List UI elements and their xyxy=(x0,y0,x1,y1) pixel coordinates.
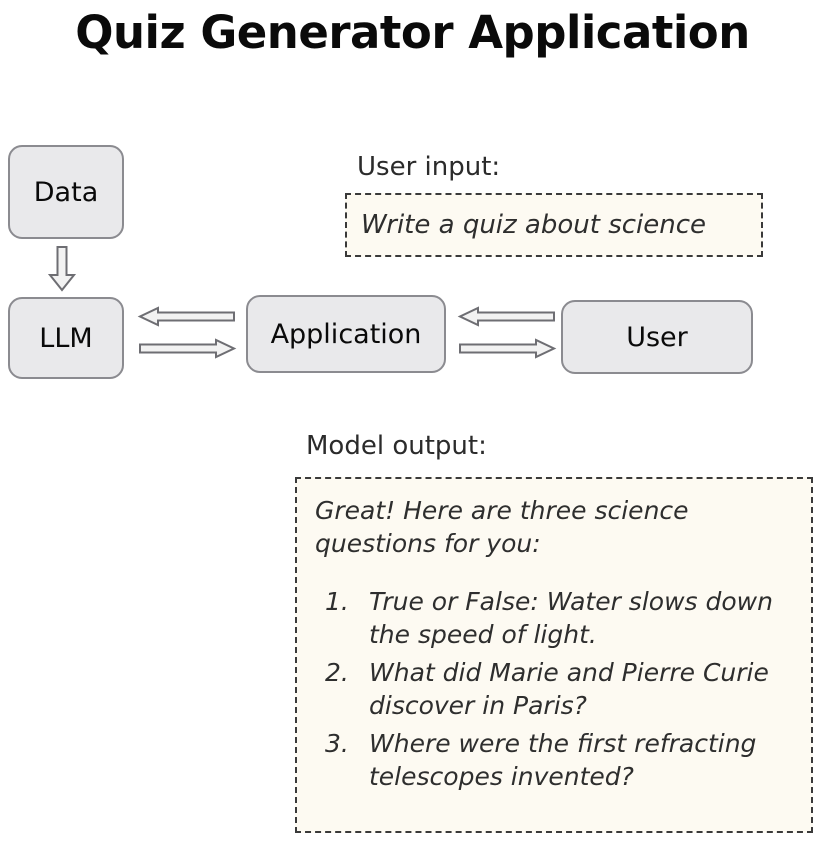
user-input-text: Write a quiz about science xyxy=(361,210,707,240)
model-output-label: Model output: xyxy=(306,431,487,461)
node-llm: LLM xyxy=(8,297,124,379)
arrow-right-icon xyxy=(138,338,237,359)
arrow-left-icon xyxy=(137,306,236,327)
page-title: Quiz Generator Application xyxy=(75,6,750,59)
model-output-panel: Great! Here are three science questions … xyxy=(295,477,813,833)
list-item-text: What did Marie and Pierre Curie discover… xyxy=(369,658,769,720)
model-output-question-list: 1. True or False: Water slows down the s… xyxy=(315,586,793,793)
node-application-label: Application xyxy=(270,318,422,350)
node-data: Data xyxy=(8,145,124,239)
node-application: Application xyxy=(246,295,446,373)
node-data-label: Data xyxy=(33,176,99,208)
user-input-label: User input: xyxy=(357,152,501,182)
list-item-text: True or False: Water slows down the spee… xyxy=(369,587,773,649)
list-item: 1. True or False: Water slows down the s… xyxy=(315,586,793,651)
model-output-intro: Great! Here are three science questions … xyxy=(315,496,689,558)
list-item: 3. Where were the first refracting teles… xyxy=(315,728,793,793)
arrow-down-icon xyxy=(47,246,77,292)
list-item: 2. What did Marie and Pierre Curie disco… xyxy=(315,657,793,722)
node-llm-label: LLM xyxy=(39,322,93,354)
user-input-panel[interactable]: Write a quiz about science xyxy=(345,193,763,257)
node-user-label: User xyxy=(626,321,688,353)
node-user: User xyxy=(561,300,753,374)
arrow-left-icon xyxy=(457,306,556,327)
list-item-number: 3. xyxy=(325,729,349,758)
arrow-right-icon xyxy=(458,338,557,359)
list-item-number: 2. xyxy=(325,658,349,687)
list-item-number: 1. xyxy=(325,587,349,616)
list-item-text: Where were the first refracting telescop… xyxy=(369,729,757,791)
